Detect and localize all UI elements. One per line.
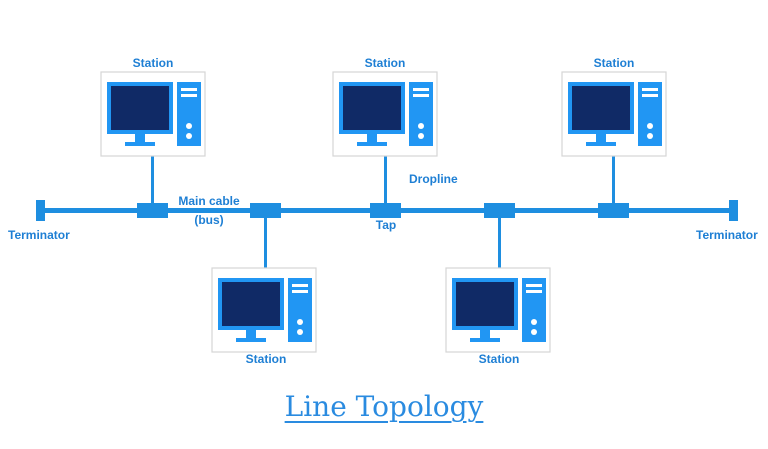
station-computer-icon xyxy=(561,71,667,157)
station-computer-icon xyxy=(445,267,551,353)
station-label: Station xyxy=(593,56,635,70)
dropline-top-1 xyxy=(151,156,154,208)
station-computer-icon xyxy=(332,71,438,157)
tap-connector-1 xyxy=(137,203,168,218)
terminator-left-label: Terminator xyxy=(8,228,70,242)
tap-connector-3 xyxy=(370,203,401,218)
dropline-top-3 xyxy=(612,156,615,208)
station-label: Station xyxy=(364,56,406,70)
station-computer-icon xyxy=(100,71,206,157)
tap-connector-4 xyxy=(484,203,515,218)
dropline-top-2 xyxy=(384,156,387,208)
dropline-label: Dropline xyxy=(409,172,458,186)
tap-label: Tap xyxy=(375,218,397,232)
terminator-right-label: Terminator xyxy=(696,228,758,242)
station-label: Station xyxy=(478,352,520,366)
tap-connector-2 xyxy=(250,203,281,218)
station-computer-icon xyxy=(211,267,317,353)
main-cable-label: Main cable xyxy=(178,194,240,208)
diagram-title: Line Topology xyxy=(284,390,484,423)
tap-connector-5 xyxy=(598,203,629,218)
dropline-bottom-2 xyxy=(498,213,501,268)
main-cable-sublabel: (bus) xyxy=(194,213,224,227)
dropline-bottom-1 xyxy=(264,213,267,268)
station-label: Station xyxy=(245,352,287,366)
terminator-left-cap xyxy=(36,200,45,221)
station-label: Station xyxy=(132,56,174,70)
terminator-right-cap xyxy=(729,200,738,221)
